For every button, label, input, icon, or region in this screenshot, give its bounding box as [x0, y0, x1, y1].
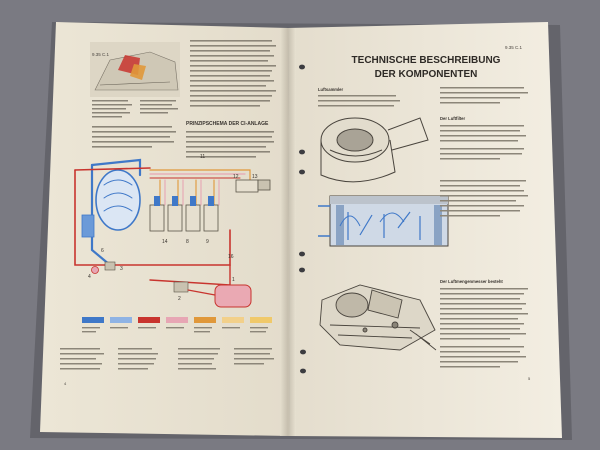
luftfilter-text — [440, 125, 526, 160]
right-title-line2: DER KOMPONENTEN — [375, 69, 478, 80]
binder-holes — [299, 64, 306, 374]
engine-legend — [92, 100, 178, 118]
svg-text:13: 13 — [252, 174, 258, 180]
left-page-number: 4 — [64, 381, 67, 386]
svg-text:6: 6 — [101, 248, 104, 254]
right-title-line1: TECHNISCHE BESCHREIBUNG — [352, 55, 501, 66]
svg-text:12: 12 — [233, 174, 239, 180]
left-section-heading: PRINZIPSCHEMA DER CI-ANLAGE — [186, 121, 269, 127]
color-key — [82, 317, 272, 323]
luftmengenmesser-drawing — [319, 284, 437, 351]
luftfilter-text-lower — [440, 180, 528, 217]
left-page-code: 9.35 C.1 — [92, 52, 110, 57]
svg-text:3: 3 — [120, 266, 123, 272]
svg-text:2: 2 — [178, 296, 181, 302]
svg-text:8: 8 — [186, 239, 189, 245]
svg-text:14: 14 — [162, 239, 168, 245]
color-key-labels — [82, 327, 268, 333]
svg-text:9: 9 — [206, 239, 209, 245]
left-bottom-legend — [60, 348, 274, 370]
luftsammler-drawing — [320, 117, 429, 183]
right-page-code: 9.35 C.1 — [505, 45, 523, 50]
svg-text:11: 11 — [200, 154, 205, 160]
luftsammler-text — [318, 87, 528, 107]
svg-text:16: 16 — [228, 254, 234, 260]
section-luftfilter: Der Luftfilter — [440, 116, 465, 121]
luftmengenmesser-text — [440, 288, 528, 368]
svg-text:4: 4 — [88, 274, 91, 280]
left-text-column — [190, 40, 276, 107]
engine-sketch — [90, 42, 180, 97]
luftfilter-drawing — [318, 195, 449, 247]
left-page — [40, 22, 290, 436]
spine — [280, 28, 296, 436]
section-luftmengenmesser: Der Luftmengenmesser besteht — [440, 279, 503, 284]
right-page-number: 5 — [528, 376, 531, 381]
left-middle-text — [92, 126, 274, 158]
ci-system-schematic: 6 14 8 9 12 13 16 4 3 2 1 11 — [74, 154, 271, 308]
section-luftsammler: Luftsammler — [318, 87, 344, 92]
svg-text:1: 1 — [232, 277, 235, 283]
